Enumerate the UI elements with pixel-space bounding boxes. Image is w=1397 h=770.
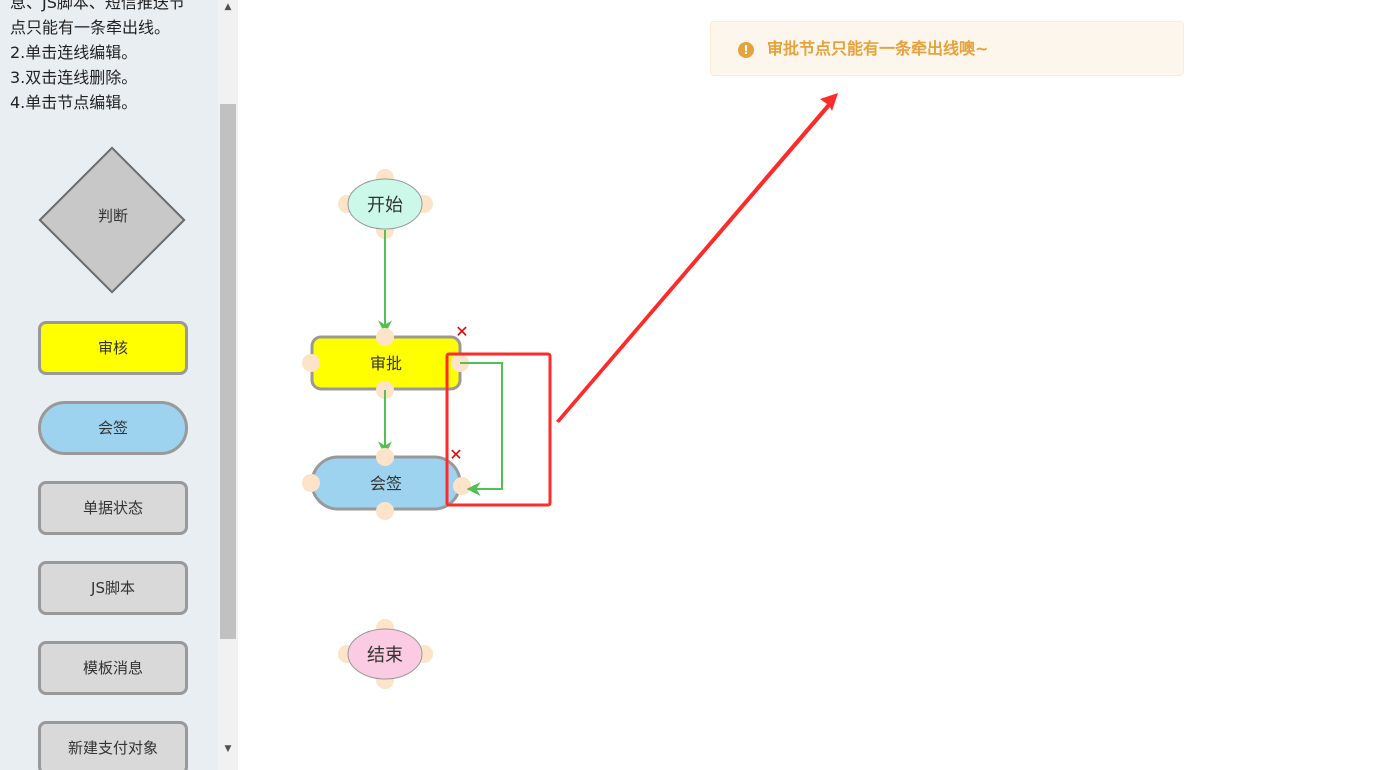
end-node[interactable] (347, 628, 423, 680)
palette-decision-label: 判断 (97, 207, 128, 225)
end-node-label: 结束 (367, 645, 403, 666)
help-text: 息、JS脚本、短信推送节 点只能有一条牵出线。 2.单击连线编辑。 3.双击连线… (10, 0, 210, 115)
palette-new-payment-node[interactable]: 新建支付对象 (38, 721, 188, 770)
countersign-node-label: 会签 (370, 474, 402, 493)
flow-diagram: 开始 审批 ✕ 会签 ✕ (302, 93, 838, 689)
node-palette-sidebar: 息、JS脚本、短信推送节 点只能有一条牵出线。 2.单击连线编辑。 3.双击连线… (0, 0, 218, 770)
flow-canvas[interactable]: 开始 审批 ✕ 会签 ✕ (238, 0, 1397, 770)
start-node-label: 开始 (367, 195, 403, 216)
help-line: 息、JS脚本、短信推送节 (10, 0, 185, 12)
scroll-thumb[interactable] (220, 104, 236, 639)
scroll-down-icon[interactable]: ▼ (224, 744, 232, 754)
palette-countersign-node[interactable]: 会签 (38, 401, 188, 455)
help-line: 4.单击节点编辑。 (10, 93, 138, 112)
help-line: 3.双击连线删除。 (10, 68, 138, 87)
scroll-up-icon[interactable]: ▲ (224, 2, 232, 12)
warning-icon: ! (738, 42, 754, 58)
highlight-box (445, 352, 552, 507)
palette-js-script-node[interactable]: JS脚本 (38, 561, 188, 615)
palette-template-msg-node[interactable]: 模板消息 (38, 641, 188, 695)
countersign-node-anchors[interactable] (302, 448, 471, 520)
palette-doc-status-node[interactable]: 单据状态 (38, 481, 188, 535)
warning-message: 审批节点只能有一条牵出线噢~ (767, 39, 989, 58)
palette-review-node[interactable]: 审核 (38, 321, 188, 375)
edge-approval-to-countersign-second[interactable] (460, 362, 503, 496)
start-node[interactable] (347, 178, 423, 230)
approval-delete-icon[interactable]: ✕ (455, 322, 468, 341)
approval-node-label: 审批 (370, 354, 402, 373)
countersign-delete-icon[interactable]: ✕ (449, 445, 462, 464)
help-line: 2.单击连线编辑。 (10, 43, 138, 62)
help-line: 点只能有一条牵出线。 (10, 18, 171, 37)
warning-toast: ! 审批节点只能有一条牵出线噢~ (710, 21, 1184, 76)
annotation-arrow (556, 93, 838, 423)
sidebar-scrollbar[interactable]: ▲ ▼ (218, 0, 238, 770)
